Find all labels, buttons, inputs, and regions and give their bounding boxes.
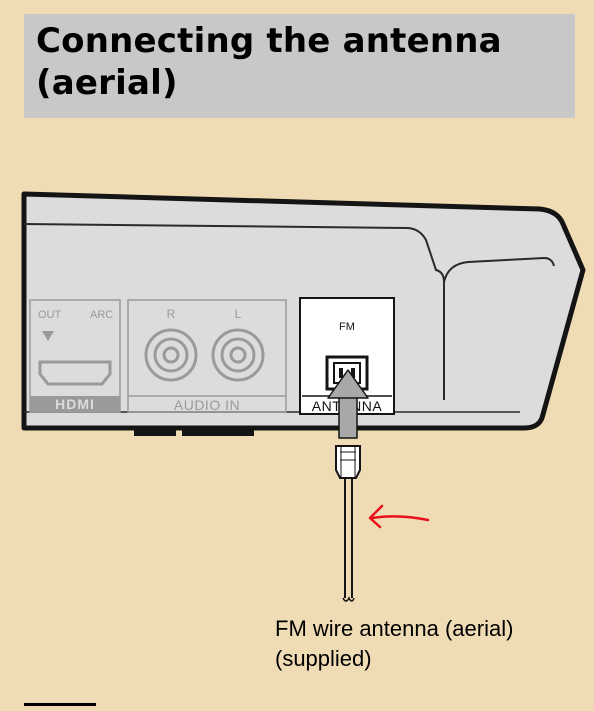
device-foot-left bbox=[134, 428, 176, 436]
bottom-divider bbox=[24, 703, 96, 706]
antenna-caption: FM wire antenna (aerial) (supplied) bbox=[275, 614, 513, 674]
annotation-arrow-icon bbox=[368, 504, 430, 529]
audio-r-label: R bbox=[167, 307, 176, 321]
device-foot-right bbox=[182, 428, 254, 436]
hdmi-port-group: OUT ARC HDMI bbox=[29, 299, 121, 413]
audio-jack-l bbox=[211, 328, 265, 382]
hdmi-out-triangle-icon bbox=[42, 331, 54, 341]
audio-in-label: AUDIO IN bbox=[174, 397, 240, 413]
hdmi-logo: HDMI bbox=[55, 396, 95, 412]
hdmi-out-label: OUT bbox=[38, 309, 62, 321]
fm-antenna-plug bbox=[335, 445, 361, 479]
caption-line-2: (supplied) bbox=[275, 646, 372, 671]
page-title: Connecting the antenna (aerial) bbox=[36, 20, 502, 104]
hdmi-arc-label: ARC bbox=[90, 309, 113, 321]
audio-in-port-group: R L AUDIO IN bbox=[127, 299, 287, 413]
title-line-1: Connecting the antenna bbox=[36, 21, 502, 61]
caption-line-1: FM wire antenna (aerial) bbox=[275, 616, 514, 641]
insert-arrow-icon bbox=[327, 369, 369, 439]
audio-l-label: L bbox=[235, 307, 242, 321]
audio-jack-r bbox=[144, 328, 198, 382]
hdmi-port bbox=[38, 360, 112, 386]
title-line-2: (aerial) bbox=[36, 63, 178, 103]
fm-label: FM bbox=[339, 321, 355, 333]
title-banner: Connecting the antenna (aerial) bbox=[24, 14, 575, 118]
fm-antenna-wire bbox=[342, 478, 355, 602]
